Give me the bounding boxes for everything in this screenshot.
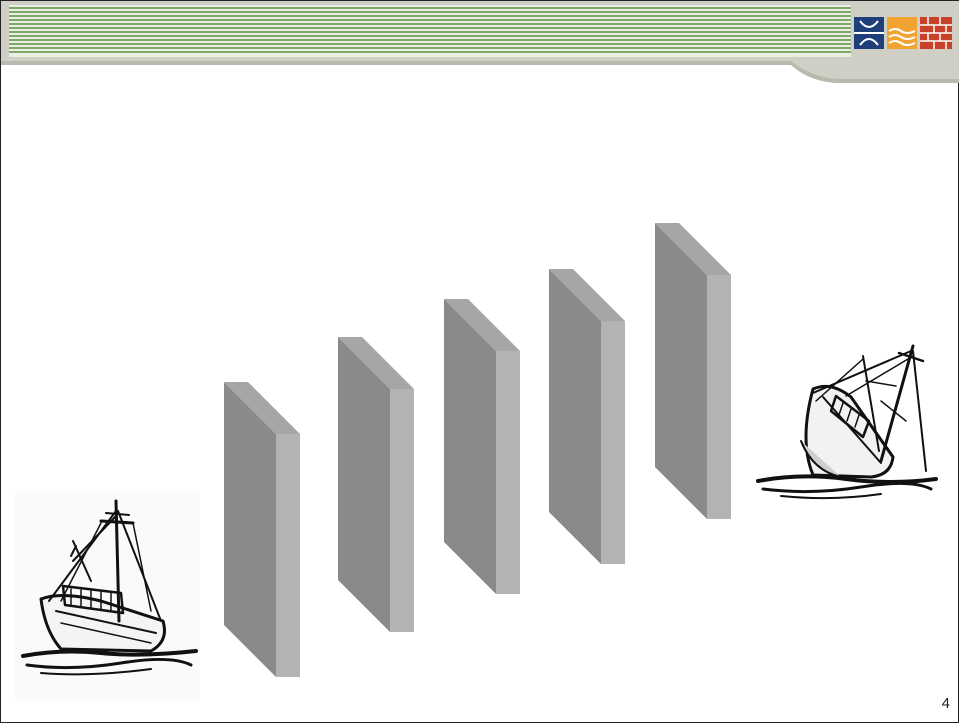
upright-fishing-boat-icon: [15, 491, 200, 701]
barrier-5: [655, 223, 731, 519]
river-bridge-logo-icon: [854, 17, 884, 49]
barrier-2: [338, 337, 414, 632]
page-number: 4: [941, 695, 950, 712]
brick-wall-logo-icon: [920, 17, 952, 49]
sun-waves-logo-icon: [887, 17, 917, 49]
barrier-4: [549, 269, 625, 564]
green-stripes: [9, 5, 851, 57]
barrier-3: [444, 299, 520, 594]
barrier-1: [224, 382, 300, 677]
sinking-fishing-boat-icon: [756, 344, 938, 500]
header-band: [1, 1, 959, 83]
